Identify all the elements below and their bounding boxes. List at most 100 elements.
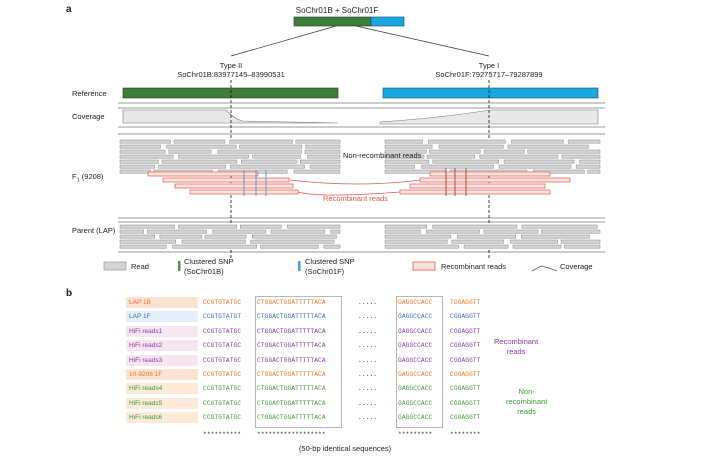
read xyxy=(575,164,601,169)
clustered-snp-chr01b-right xyxy=(445,168,467,196)
read xyxy=(252,234,337,239)
sequence-left-segment: CCGTGTATGC xyxy=(203,327,242,335)
read xyxy=(323,244,341,249)
sequence-right-segment: CGGAGGTT xyxy=(450,414,481,422)
read xyxy=(241,159,298,164)
read xyxy=(204,234,247,239)
read xyxy=(250,239,335,244)
read xyxy=(158,164,226,169)
sequence-identical-block-1: CTGGACTGGATTTTTACA xyxy=(257,327,326,335)
read xyxy=(384,149,427,154)
sequence-gap: ..... xyxy=(358,299,378,306)
read xyxy=(229,139,293,144)
read xyxy=(498,164,572,169)
read xyxy=(230,164,305,169)
sequence-identical-block-2: GAGGCCACC xyxy=(398,371,433,378)
sequence-identical-block-1: CTGGACTGGATTTTTACA xyxy=(257,399,326,407)
read xyxy=(119,149,166,154)
read xyxy=(173,139,226,144)
sequence-identical-block-1: CTGGACTGGATTTTTACA xyxy=(257,385,326,393)
identity-stars-block2: ********* xyxy=(398,431,433,438)
legend-snp-chr01f-label: Clustered SNP(SoChr01F) xyxy=(305,257,355,276)
legend-coverage-swatch xyxy=(531,265,558,272)
legend-coverage-label: Coverage xyxy=(560,262,593,271)
legend-recombinant-label: Recombinant reads xyxy=(441,262,507,271)
read xyxy=(212,229,267,234)
read xyxy=(309,164,341,169)
f1-reads-right xyxy=(384,139,601,174)
sequence-identical-block-1: CTGGACTGGATTTTTACA xyxy=(257,356,326,364)
read xyxy=(541,229,601,234)
sequence-left-segment: CCGTGTATGC xyxy=(203,356,242,364)
clustered-snp-chr01f-left xyxy=(243,170,267,196)
identical-block-1-frame xyxy=(255,296,342,428)
read xyxy=(252,154,301,159)
legend-snp-chr01b-label: Clustered SNP(SoChr01B) xyxy=(184,257,234,276)
read xyxy=(456,234,517,239)
read xyxy=(507,144,589,149)
top-bar-chr01f xyxy=(370,16,405,27)
reference-bar-chr01f xyxy=(382,87,599,99)
track-label-f1: F1 (9208) xyxy=(72,172,104,184)
sequence-name: 10-9208 1F xyxy=(126,369,198,380)
sequence-left-segment: CCGTGTATGT xyxy=(203,313,242,321)
read xyxy=(293,169,341,174)
panel-b-label: b xyxy=(66,288,73,299)
read xyxy=(159,234,203,239)
identity-stars-block1: ****************** xyxy=(257,431,326,438)
read xyxy=(119,164,155,169)
read xyxy=(384,139,423,144)
read xyxy=(564,244,601,249)
read xyxy=(119,139,171,144)
read xyxy=(426,154,475,159)
read xyxy=(510,239,558,244)
sequence-identical-block-1: CTGGACTGGATTTTTACA xyxy=(257,342,326,350)
read xyxy=(503,159,575,164)
read xyxy=(119,169,151,174)
sequence-name: HiFi reads2 xyxy=(126,340,198,352)
read xyxy=(384,159,430,164)
panel-a-label: a xyxy=(66,4,72,15)
sequence-name: HiFi reads3 xyxy=(126,354,198,366)
sequence-identical-block-1: CTGGACTGGATTTTTACA xyxy=(257,371,326,378)
sequence-name: HiFi reads6 xyxy=(126,412,198,424)
type-i-label: Type I xyxy=(478,61,500,70)
connector-right xyxy=(355,25,490,57)
read xyxy=(119,229,144,234)
legend-read-label: Read xyxy=(131,262,149,271)
read xyxy=(384,229,421,234)
sequence-left-segment: CCGTGTATGC xyxy=(203,399,242,407)
sequence-identical-block-1: CTGGACTGGATTTTTACA xyxy=(257,414,326,422)
read xyxy=(451,239,504,244)
read xyxy=(161,159,238,164)
read xyxy=(421,164,494,169)
sequence-right-segment: TGGAGGTT xyxy=(450,299,481,306)
read xyxy=(384,234,452,239)
sequence-identical-block-1: CTGGACTGGATTTTTACA xyxy=(257,299,326,306)
read xyxy=(172,244,257,249)
sequence-right-segment: CGGAGGTT xyxy=(450,313,481,321)
read xyxy=(479,154,559,159)
read xyxy=(270,229,326,234)
read xyxy=(307,154,341,159)
legend-read-swatch xyxy=(103,261,127,271)
sequence-right-segment: CGGAGGTT xyxy=(450,385,481,393)
sequence-identical-block-2: GAGGCCACC xyxy=(398,399,433,407)
read xyxy=(511,139,564,144)
read xyxy=(239,224,282,229)
top-title: SoChr01B + SoChr01F xyxy=(295,6,379,15)
sequence-right-segment: CGGAGGTT xyxy=(450,399,481,407)
read xyxy=(181,239,246,244)
sequence-left-segment: CCGTGTATGC xyxy=(203,414,242,422)
sequence-identical-block-2: GAGGCCACC xyxy=(398,313,433,321)
sequence-identical-block-1: CTGGACTGGATTTTTACA xyxy=(257,313,326,321)
read xyxy=(178,224,237,229)
read xyxy=(483,229,539,234)
sequence-gap: ..... xyxy=(358,385,378,393)
read xyxy=(384,169,446,174)
sequence-identical-block-2: GAGGCCACC xyxy=(398,385,433,393)
read xyxy=(560,239,601,244)
read xyxy=(384,224,427,229)
